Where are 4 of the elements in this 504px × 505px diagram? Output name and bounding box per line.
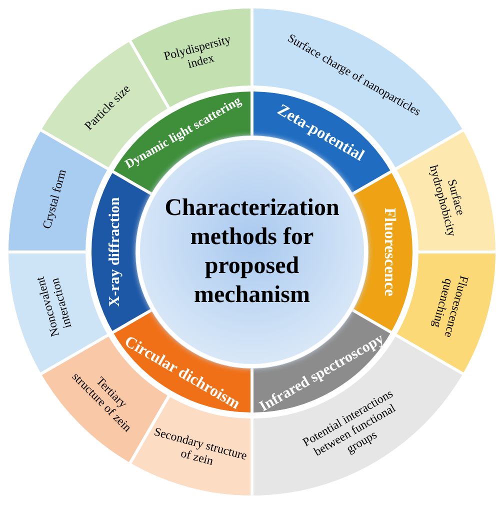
method-label: Fluorescence <box>380 208 398 296</box>
property-label: Crystal form <box>40 168 69 230</box>
center-title: Characterization methods for proposed mechanism <box>164 194 340 310</box>
method-label: X-ray diffraction <box>106 197 123 307</box>
